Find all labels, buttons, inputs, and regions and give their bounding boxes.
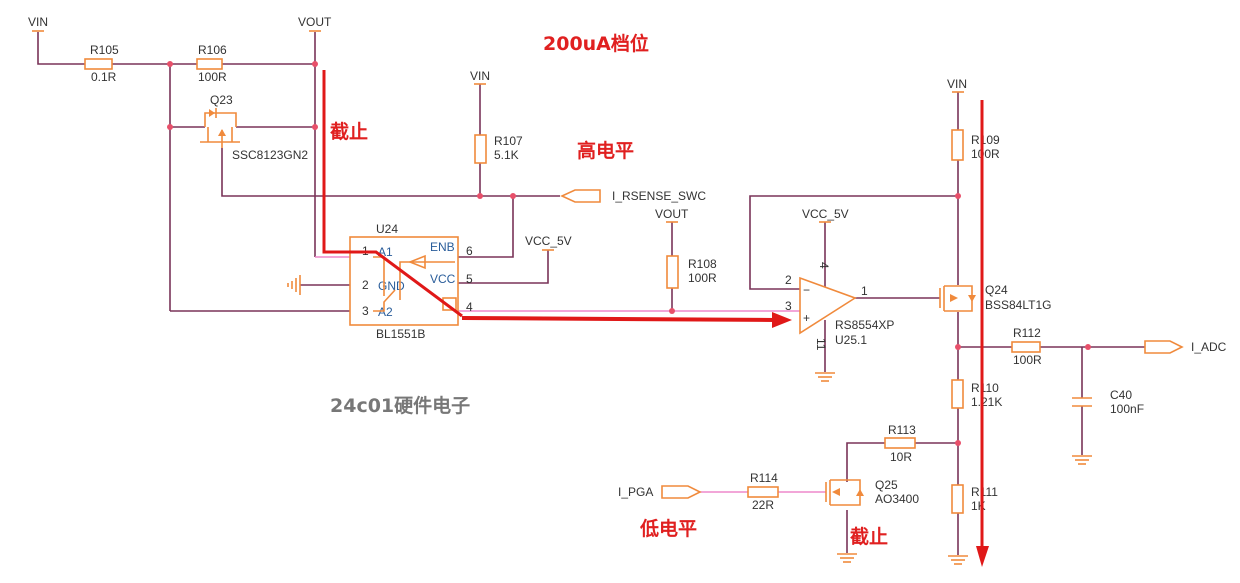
ground-icon xyxy=(815,372,835,382)
resistor-r112: R112 100R xyxy=(1011,326,1042,367)
svg-text:R106: R106 xyxy=(198,43,227,57)
svg-text:3: 3 xyxy=(785,299,792,313)
current-path-highlight xyxy=(322,70,989,567)
svg-text:4: 4 xyxy=(466,300,473,314)
port-i-pga: I_PGA xyxy=(618,485,702,499)
svg-text:R114: R114 xyxy=(750,471,778,485)
svg-text:0.1R: 0.1R xyxy=(91,70,117,84)
svg-text:2: 2 xyxy=(785,273,792,287)
svg-text:VIN: VIN xyxy=(470,69,490,83)
svg-text:VOUT: VOUT xyxy=(655,207,689,221)
svg-text:R113: R113 xyxy=(888,423,916,437)
svg-text:U24: U24 xyxy=(376,222,398,236)
power-vin-1: VIN xyxy=(28,15,48,32)
power-vin-2: VIN xyxy=(470,69,490,85)
svg-text:RS8554XP: RS8554XP xyxy=(835,318,894,332)
ground-icon xyxy=(1072,455,1092,465)
svg-text:R112: R112 xyxy=(1013,326,1041,340)
svg-text:U25.1: U25.1 xyxy=(835,333,867,347)
svg-text:Q23: Q23 xyxy=(210,93,233,107)
ground-icon xyxy=(287,275,301,295)
svg-text:10R: 10R xyxy=(890,450,912,464)
svg-text:ENB: ENB xyxy=(430,240,455,254)
svg-text:R110: R110 xyxy=(971,381,999,395)
power-vout-2: VOUT xyxy=(655,207,689,223)
svg-text:5: 5 xyxy=(466,272,473,286)
svg-text:5.1K: 5.1K xyxy=(494,148,519,162)
svg-text:R107: R107 xyxy=(494,134,523,148)
svg-text:−: − xyxy=(803,283,810,297)
svg-text:VIN: VIN xyxy=(28,15,48,29)
power-vout-1: VOUT xyxy=(298,15,332,32)
svg-text:BL1551B: BL1551B xyxy=(376,327,425,341)
svg-text:1.21K: 1.21K xyxy=(971,395,1002,409)
opamp-u25: − + 2 3 1 4 11 RS8554XP U25.1 xyxy=(785,262,894,351)
annotation-high-level: 高电平 xyxy=(577,139,634,162)
resistor-r114: R114 22R xyxy=(747,471,779,512)
power-vcc5v-2: VCC_5V xyxy=(802,207,849,223)
svg-text:100R: 100R xyxy=(971,147,1000,161)
resistor-r105: R105 0.1R xyxy=(84,43,119,84)
svg-text:1: 1 xyxy=(861,284,868,298)
svg-text:100nF: 100nF xyxy=(1110,402,1144,416)
power-vin-3: VIN xyxy=(947,77,967,93)
svg-text:+: + xyxy=(803,311,810,325)
wires xyxy=(37,32,1145,555)
annotation-low-level: 低电平 xyxy=(639,517,697,540)
svg-text:Q24: Q24 xyxy=(985,283,1008,297)
mosfet-q23: Q23 SSC8123GN2 xyxy=(200,93,308,162)
svg-text:22R: 22R xyxy=(752,498,774,512)
power-vcc5v-1: VCC_5V xyxy=(525,234,572,251)
svg-text:100R: 100R xyxy=(1013,353,1042,367)
svg-text:2: 2 xyxy=(362,278,369,292)
svg-text:6: 6 xyxy=(466,244,473,258)
svg-text:I_PGA: I_PGA xyxy=(618,485,653,499)
svg-text:I_RSENSE_SWC: I_RSENSE_SWC xyxy=(612,189,706,203)
svg-text:VCC_5V: VCC_5V xyxy=(802,207,849,221)
resistor-r113: R113 10R xyxy=(884,423,916,464)
svg-text:VOUT: VOUT xyxy=(298,15,332,29)
annotation-cutoff-q25: 截止 xyxy=(850,525,888,548)
ic-u24: U24 BL1551B 1 2 3 6 5 4 A1 GND A2 ENB VC… xyxy=(349,222,473,341)
svg-text:100R: 100R xyxy=(688,271,717,285)
svg-text:R105: R105 xyxy=(90,43,119,57)
annotation-cutoff-q23: 截止 xyxy=(330,120,368,143)
mosfet-q24: Q24 BSS84LT1G xyxy=(939,283,1051,312)
svg-text:VCC_5V: VCC_5V xyxy=(525,234,572,248)
svg-text:VIN: VIN xyxy=(947,77,967,91)
port-i-adc: I_ADC xyxy=(1144,340,1227,354)
svg-text:4: 4 xyxy=(817,262,831,269)
ground-icon xyxy=(837,553,857,563)
svg-text:AO3400: AO3400 xyxy=(875,492,919,506)
svg-text:11: 11 xyxy=(814,338,828,351)
ground-icon xyxy=(948,555,968,565)
svg-text:Q25: Q25 xyxy=(875,478,898,492)
mosfet-q25: Q25 AO3400 xyxy=(825,478,919,506)
svg-text:R111: R111 xyxy=(971,485,998,499)
svg-text:C40: C40 xyxy=(1110,388,1132,402)
svg-text:100R: 100R xyxy=(198,70,227,84)
svg-text:VCC: VCC xyxy=(430,272,456,286)
port-i-rsense-swc: I_RSENSE_SWC xyxy=(560,189,706,203)
svg-text:GND: GND xyxy=(378,279,405,293)
resistor-r106: R106 100R xyxy=(196,43,227,84)
junctions xyxy=(167,61,1091,446)
svg-text:A2: A2 xyxy=(378,305,393,319)
svg-text:SSC8123GN2: SSC8123GN2 xyxy=(232,148,308,162)
watermark: 24c01硬件电子 xyxy=(330,394,470,417)
svg-text:I_ADC: I_ADC xyxy=(1191,340,1227,354)
svg-text:3: 3 xyxy=(362,304,369,318)
svg-text:BSS84LT1G: BSS84LT1G xyxy=(985,298,1051,312)
range-title: 200uA档位 xyxy=(543,32,649,55)
svg-text:R108: R108 xyxy=(688,257,717,271)
svg-text:R109: R109 xyxy=(971,133,1000,147)
